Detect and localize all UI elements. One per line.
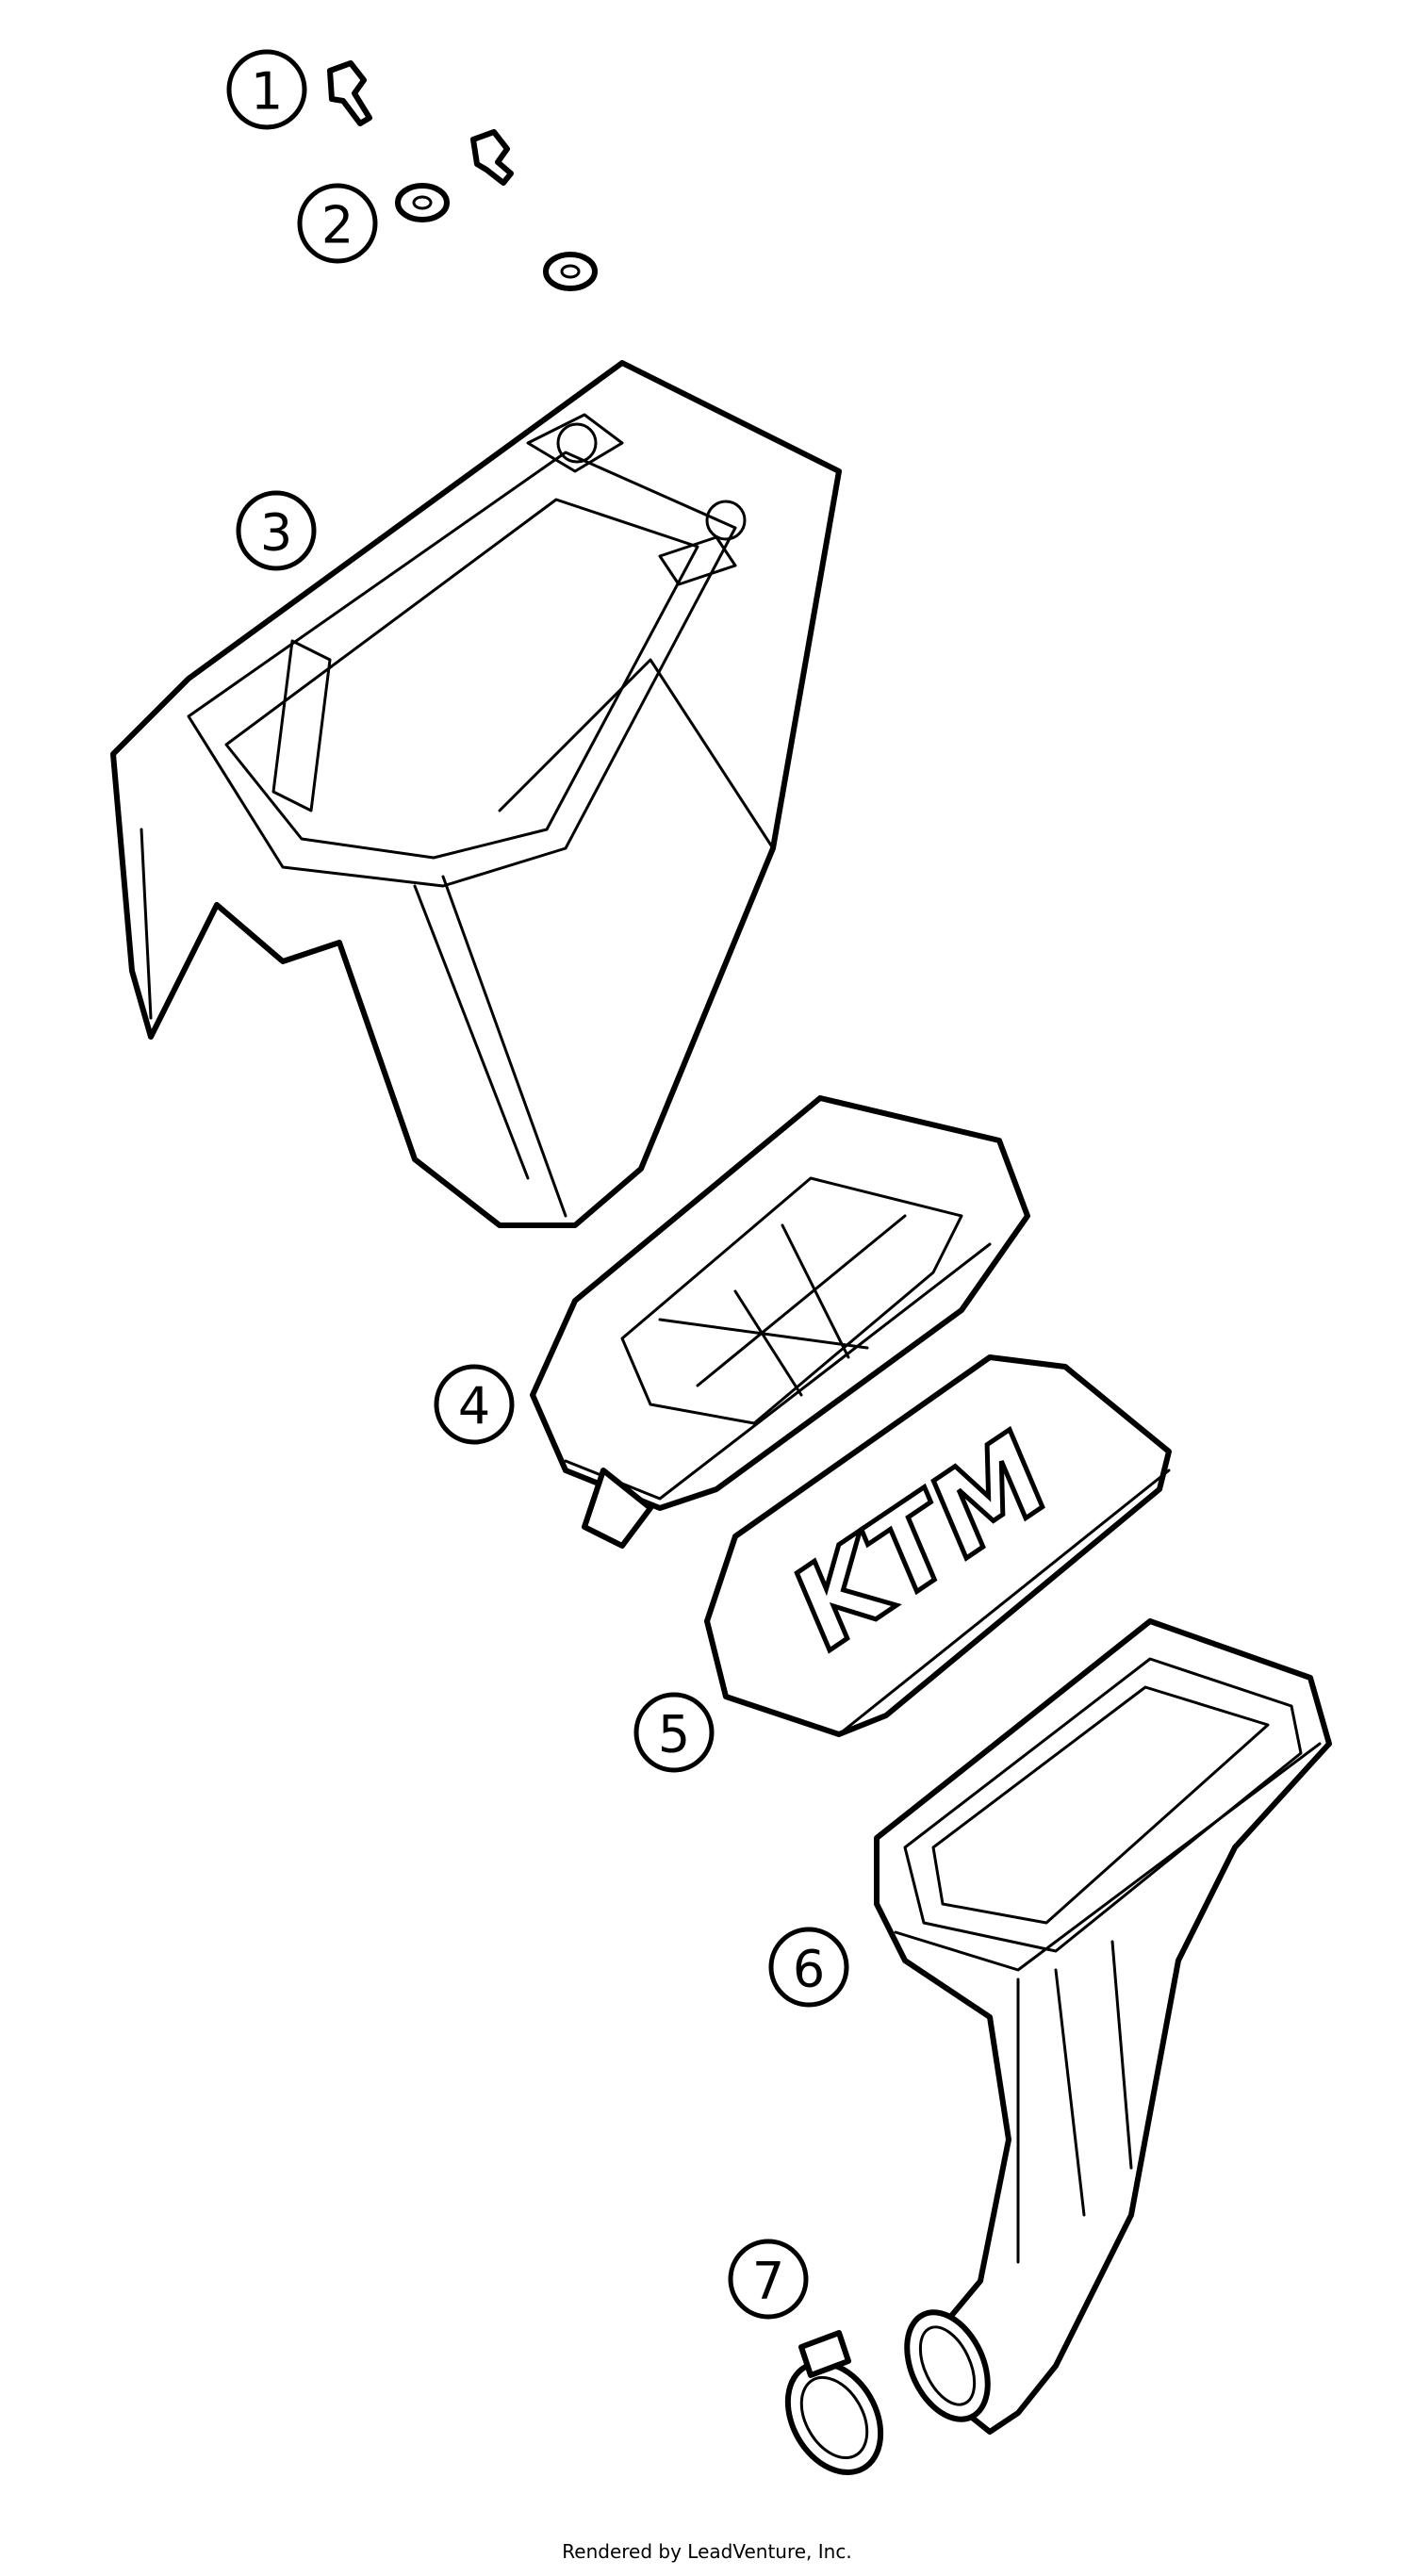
part-1-screws xyxy=(327,60,514,186)
callout-4-number: 4 xyxy=(458,1377,490,1436)
callout-1: 1 xyxy=(226,49,307,130)
part-7-hose-clamp xyxy=(784,2330,884,2476)
part-2-washers xyxy=(395,183,598,291)
callout-3: 3 xyxy=(236,490,317,571)
callout-2: 2 xyxy=(297,183,378,264)
callout-3-number: 3 xyxy=(260,503,292,563)
callout-4: 4 xyxy=(434,1364,515,1445)
callout-7-number: 7 xyxy=(752,2252,784,2311)
callout-6-number: 6 xyxy=(793,1940,825,1999)
callout-1-number: 1 xyxy=(251,62,283,122)
part-6-intake-boot xyxy=(874,1618,1332,2435)
callout-5: 5 xyxy=(633,1692,715,1773)
callout-7: 7 xyxy=(728,2239,809,2320)
callout-2-number: 2 xyxy=(321,196,354,255)
part-3-airbox xyxy=(110,360,842,1228)
callout-6: 6 xyxy=(768,1927,849,2008)
credit-line: Rendered by LeadVenture, Inc. xyxy=(562,2540,852,2563)
part-4-filter-cage xyxy=(530,1095,1030,1549)
callout-5-number: 5 xyxy=(658,1705,690,1764)
